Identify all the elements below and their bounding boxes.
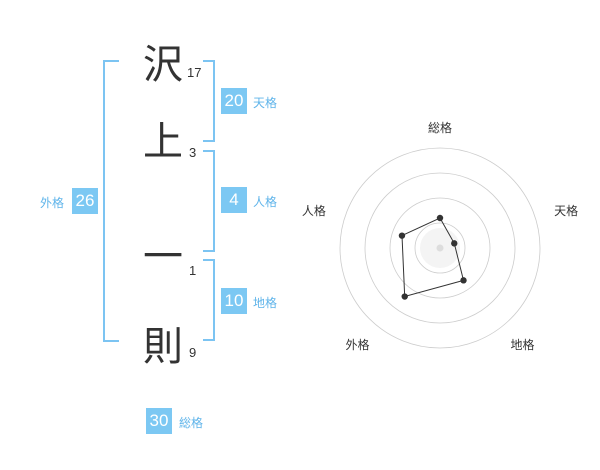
radar-point-0 [436, 214, 444, 222]
radar-point-4 [398, 232, 406, 239]
chikaku-bracket [203, 259, 215, 341]
gaikaku-label: 外格 [40, 196, 65, 210]
gaikaku-badge: 26 [72, 188, 98, 214]
chikaku-label: 地格 [253, 296, 278, 310]
name-char-4: 則 [143, 324, 183, 370]
radar-center-dot [436, 244, 444, 252]
name-char-2: 上 [143, 119, 183, 165]
radar-point-1 [451, 240, 458, 247]
stroke-count-2: 3 [189, 145, 197, 160]
radar-ring-1 [414, 222, 466, 274]
soukaku-label: 総格 [179, 416, 204, 430]
tenkaku-badge: 20 [221, 88, 247, 114]
chikaku-badge: 10 [221, 288, 247, 314]
radar-axis-label-0: 総格 [428, 120, 452, 135]
radar-ring-2 [389, 197, 491, 299]
stroke-count-3: 1 [189, 263, 197, 278]
tenkaku-label: 天格 [253, 96, 278, 110]
radar-series-line [401, 217, 465, 298]
name-char-3: 一 [143, 234, 183, 280]
radar-axis-label-3: 外格 [345, 337, 369, 352]
radar-axis-label-4: 人格 [302, 203, 326, 218]
soukaku-badge: 30 [146, 408, 172, 434]
radar-point-3 [401, 293, 408, 300]
radar-ring-4 [339, 147, 541, 349]
stroke-count-1: 17 [187, 65, 202, 80]
stroke-count-4: 9 [189, 345, 197, 360]
radar-ring-3 [364, 172, 516, 324]
radar-point-2 [460, 277, 467, 284]
jinkaku-label: 人格 [253, 195, 278, 209]
jinkaku-badge: 4 [221, 187, 247, 213]
radar-axis-label-2: 地格 [511, 337, 535, 352]
radar-axis-label-1: 天格 [554, 203, 578, 218]
gaikaku-bracket [103, 60, 119, 342]
jinkaku-bracket [203, 150, 215, 252]
tenkaku-bracket [203, 60, 215, 142]
name-char-1: 沢 [143, 42, 183, 88]
